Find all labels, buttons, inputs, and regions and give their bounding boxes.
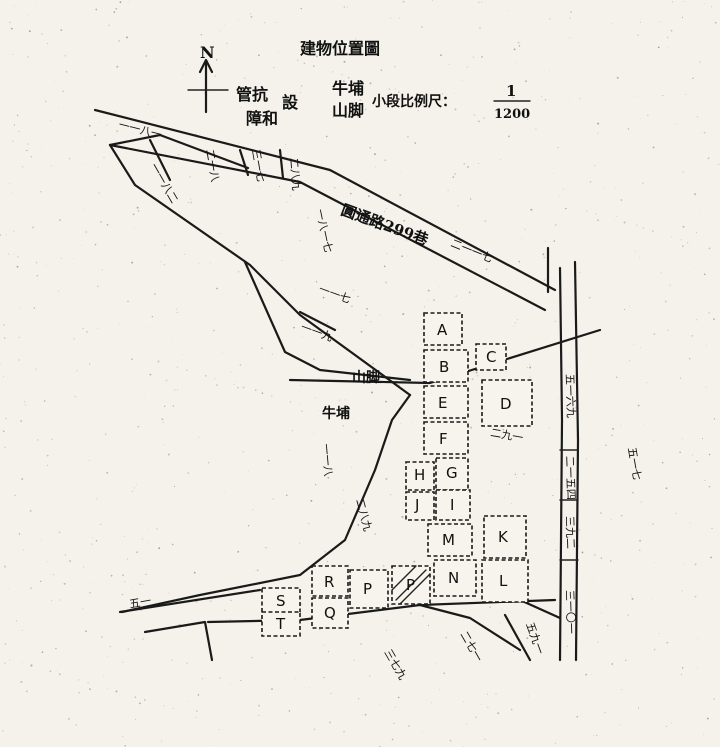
building-q[interactable]: Q — [311, 597, 349, 629]
parcel-number: 二八九 — [287, 157, 303, 191]
parcel-number: 二一八 — [203, 148, 222, 183]
parcel-number: 五九一 — [523, 621, 547, 656]
scale-denominator: 1200 — [494, 107, 530, 122]
building-t[interactable]: T — [261, 611, 301, 637]
parcel-number: 二一五四 — [563, 456, 578, 500]
building-p[interactable]: P — [349, 569, 389, 609]
building-label-q: Q — [324, 604, 336, 622]
building-g[interactable]: G — [435, 457, 469, 491]
building-label-h: H — [414, 466, 425, 484]
building-d[interactable]: D — [481, 379, 533, 427]
building-label-s: S — [276, 592, 286, 610]
building-label-p: P — [363, 580, 372, 598]
building-j[interactable]: J — [405, 491, 435, 521]
building-label-r: R — [324, 573, 334, 591]
parcel-number: 二一一七 — [449, 237, 495, 266]
buildings: A B C D E F G H — [261, 312, 533, 637]
building-k[interactable]: K — [483, 515, 527, 559]
note-left-mid: 設 — [282, 93, 299, 112]
map-title: 建物位置圖 — [300, 39, 380, 58]
parcel-number: 二九一 — [489, 426, 524, 445]
building-r[interactable]: R — [311, 565, 349, 597]
parcel-number: 三九二 — [563, 516, 577, 549]
building-n[interactable]: N — [433, 559, 477, 597]
scale-label: 小段比例尺： — [372, 93, 456, 110]
boundary-lines — [93, 108, 602, 662]
parcel-number: 一一八 — [319, 443, 335, 477]
building-l[interactable]: L — [481, 559, 529, 603]
north-label: N — [200, 43, 215, 62]
parcel-number: 五一七 — [625, 446, 644, 481]
area-label-niupu: 牛埔 — [322, 405, 350, 422]
building-label-n: N — [448, 569, 459, 587]
road-label: 圓通路299巷 — [339, 201, 432, 249]
building-s[interactable]: S — [261, 587, 301, 615]
parcel-number: 一一九 — [299, 321, 334, 345]
parcel-number: 五一六九 — [563, 374, 578, 418]
building-label-l: L — [499, 572, 508, 590]
area-label-shanjiao: 山脚 — [352, 370, 380, 386]
building-m[interactable]: M — [427, 523, 473, 557]
building-label-e: E — [438, 394, 447, 412]
building-i[interactable]: I — [435, 489, 471, 521]
note-mid-bottom: 山脚 — [332, 101, 364, 120]
building-label-j: J — [414, 496, 419, 514]
north-arrow-icon: N — [187, 43, 229, 114]
building-label-m: M — [442, 531, 455, 549]
building-label-f: F — [439, 430, 448, 448]
note-mid-top: 牛埔 — [332, 79, 364, 98]
building-h[interactable]: H — [405, 461, 435, 491]
building-e[interactable]: E — [423, 385, 469, 419]
building-c[interactable]: C — [475, 343, 507, 371]
parcel-number: 一八一七 — [313, 208, 335, 254]
building-label-i: I — [450, 496, 454, 514]
scale-numerator: 1 — [506, 82, 516, 100]
building-label-g: G — [446, 464, 458, 482]
parcel-number: 一一七 — [317, 283, 352, 307]
building-label-t: T — [275, 615, 286, 633]
parcel-number: 三七九 — [381, 647, 409, 682]
building-label-k: K — [498, 528, 509, 546]
building-label-c: C — [486, 348, 496, 366]
parcel-number: 三一〇一 — [563, 590, 578, 634]
building-b[interactable]: B — [423, 349, 469, 383]
building-label-p-hatched: P — [406, 576, 415, 594]
parcel-number: 五一 — [128, 594, 152, 611]
note-left-bottom: 障和 — [246, 109, 278, 128]
parcel-number: 三一七 — [249, 148, 268, 183]
building-label-d: D — [500, 395, 512, 413]
building-f[interactable]: F — [423, 421, 469, 455]
scale-note: 小段比例尺： 1 1200 — [372, 82, 531, 122]
building-p-hatched[interactable]: P — [391, 565, 431, 605]
building-label-b: B — [439, 358, 449, 376]
parcel-number: 二七一 — [457, 629, 485, 664]
note-left-top: 管抗 — [236, 85, 268, 104]
building-label-a: A — [437, 321, 448, 339]
building-a[interactable]: A — [423, 312, 463, 346]
